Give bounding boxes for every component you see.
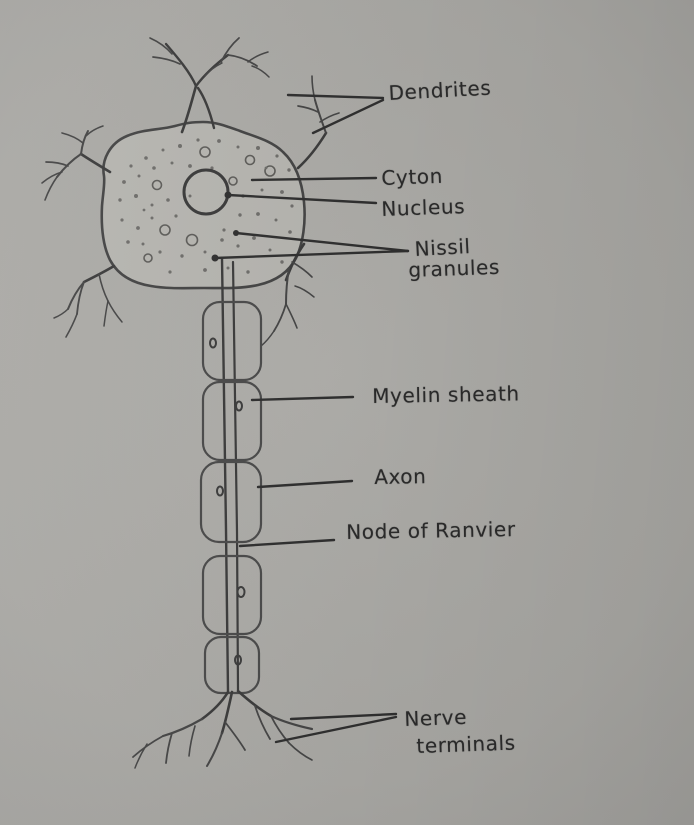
- label-axon: Axon: [373, 464, 427, 489]
- nerve-terminals: [132, 689, 314, 769]
- label-cyton: Cyton: [380, 163, 444, 190]
- myelin-sheath: [199, 300, 263, 695]
- axon: [220, 256, 240, 694]
- label-nucleus: Nucleus: [380, 194, 466, 221]
- leader-lines: [211, 93, 410, 744]
- dendrite-right: [296, 75, 340, 170]
- dendrite-top: [149, 37, 270, 134]
- label-terminals: terminals: [415, 730, 517, 758]
- label-node-of-ranvier: Node of Ranvier: [345, 517, 516, 544]
- dendrite-left-upper: [41, 125, 112, 201]
- label-myelin-sheath: Myelin sheath: [371, 381, 520, 408]
- label-nerve: Nerve: [403, 704, 468, 731]
- dendrite-right-lower: [260, 242, 315, 347]
- nissil-granules: [118, 138, 294, 274]
- dendrite-left-lower: [53, 264, 123, 338]
- label-granules: granules: [407, 254, 501, 282]
